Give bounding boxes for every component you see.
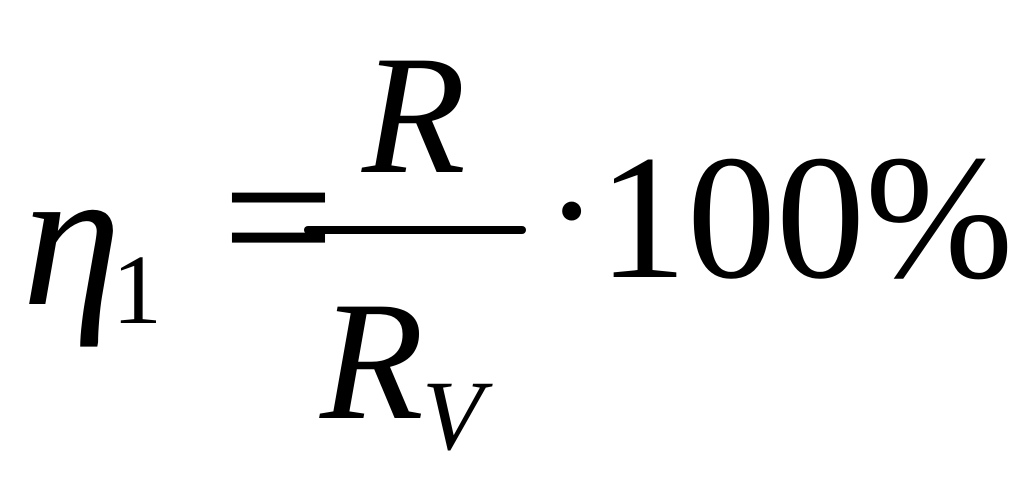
- eta-symbol: η: [22, 127, 122, 348]
- fraction-numerator: R: [362, 21, 466, 209]
- equals-sign: =: [222, 107, 335, 328]
- percentage-factor: 100%: [598, 118, 1014, 316]
- fraction-denominator-subscript: V: [422, 360, 484, 471]
- eta-subscript: 1: [112, 234, 162, 345]
- fraction-bar: [304, 226, 526, 234]
- multiplication-dot: ·: [545, 121, 599, 299]
- fraction-denominator-symbol: R: [320, 267, 424, 455]
